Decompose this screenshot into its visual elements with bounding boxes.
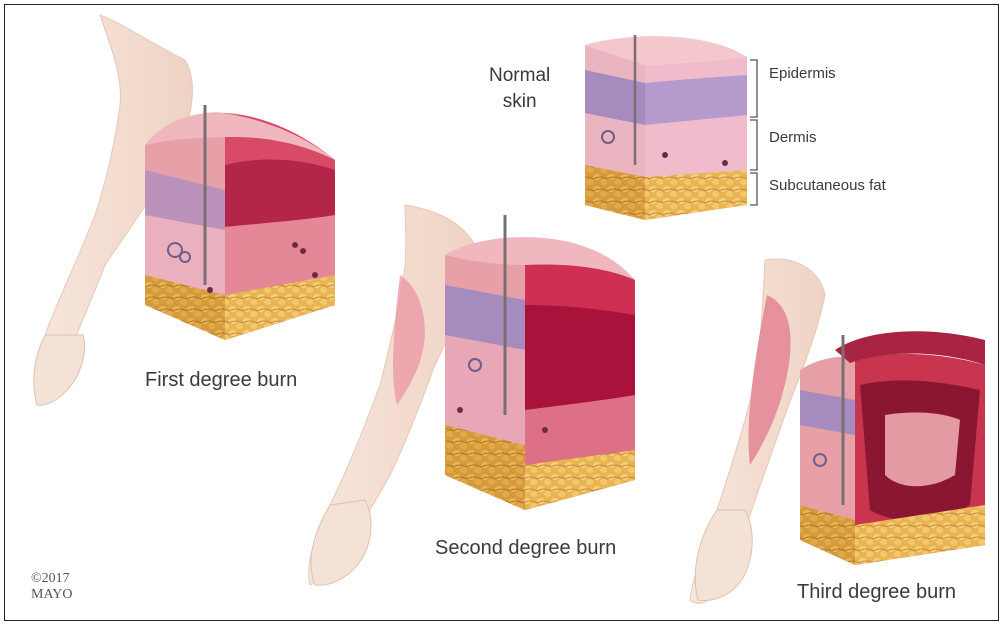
normal-skin-block [585, 35, 747, 220]
first-degree-caption: First degree burn [145, 369, 297, 392]
subcutaneous-fat-label: Subcutaneous fat [769, 177, 886, 194]
second-degree-caption: Second degree burn [435, 537, 616, 560]
second-degree-skin-block [445, 215, 635, 510]
normal-skin-label-line2: skin [489, 89, 550, 115]
copyright-org: MAYO [31, 587, 73, 603]
first-degree-skin-block [145, 105, 335, 340]
third-degree-caption: Third degree burn [797, 581, 956, 604]
normal-skin-label: Normal skin [489, 63, 550, 115]
illustration-frame: Normal skin Epidermis Dermis Subcutaneou… [4, 4, 999, 621]
epidermis-label: Epidermis [769, 65, 836, 82]
copyright-year: ©2017 [31, 571, 73, 587]
third-degree-skin-block [800, 331, 985, 565]
dermis-label: Dermis [769, 129, 817, 146]
normal-skin-label-line1: Normal [489, 63, 550, 89]
copyright-notice: ©2017 MAYO [31, 571, 73, 603]
layer-brackets [750, 60, 757, 205]
